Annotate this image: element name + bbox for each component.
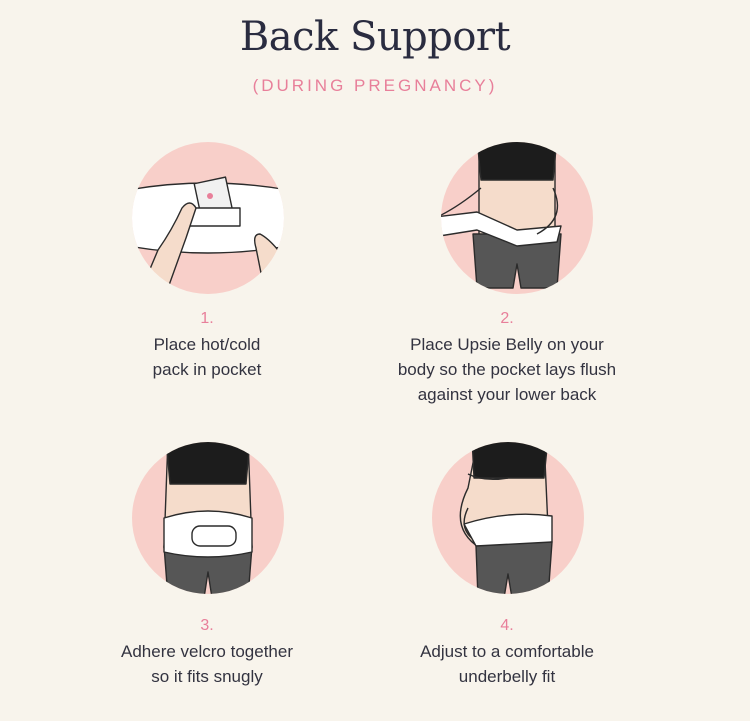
page-title: Back Support [239, 14, 511, 60]
step-4: 4. Adjust to a comfortable underbelly fi… [337, 617, 677, 689]
step-number: 3. [200, 617, 214, 634]
page-subtitle: (DURING PREGNANCY) [252, 76, 498, 95]
step-3: 3. Adhere velcro together so it fits snu… [37, 617, 377, 689]
pregnant-woman-belt-illustration [432, 442, 584, 594]
hands-inserting-pack-illustration [132, 142, 284, 294]
step-text: Adhere velcro together so it fits snugly [121, 642, 293, 686]
step-text: Adjust to a comfortable underbelly fit [420, 642, 594, 686]
woman-velcro-belt-illustration [132, 442, 284, 594]
step-2: 2. Place Upsie Belly on your body so the… [337, 310, 677, 407]
step-1: 1. Place hot/cold pack in pocket [37, 310, 377, 382]
step-number: 4. [500, 617, 514, 634]
pack-logo-icon [207, 193, 213, 199]
step-number: 2. [500, 310, 514, 327]
step-number: 1. [200, 310, 214, 327]
woman-wrapping-belt-illustration [441, 142, 593, 294]
step-text: Place Upsie Belly on your body so the po… [397, 335, 617, 404]
step-text: Place hot/cold pack in pocket [152, 335, 262, 379]
